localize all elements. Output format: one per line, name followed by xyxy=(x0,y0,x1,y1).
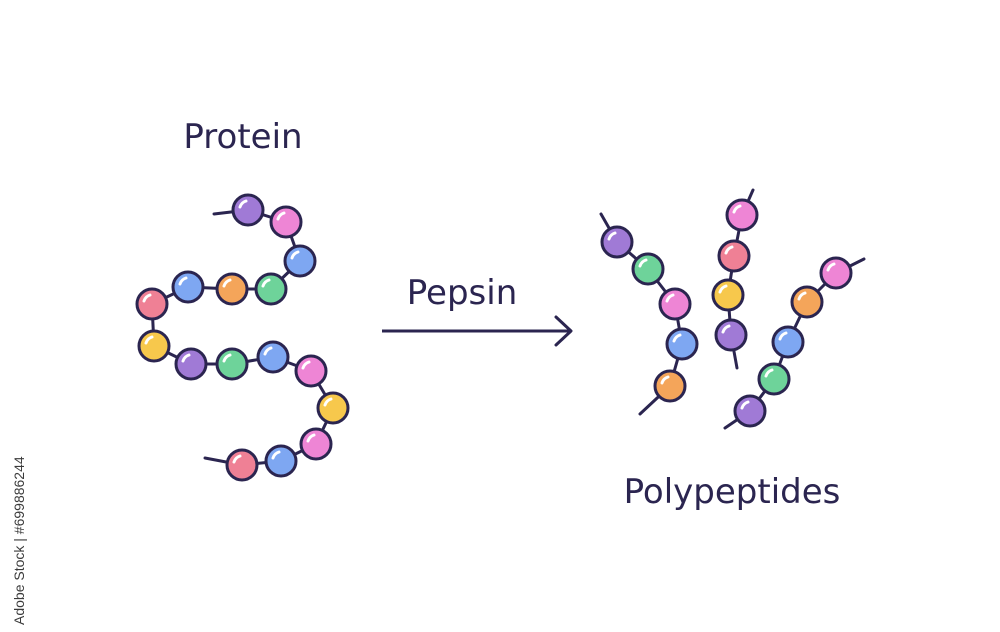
stock-watermark: Adobe Stock | #699886244 xyxy=(4,380,34,630)
bead-pink xyxy=(660,289,690,319)
amino-acid-bead xyxy=(660,289,690,319)
polypeptide-chains xyxy=(601,190,864,428)
stock-id-text: Adobe Stock | #699886244 xyxy=(11,456,27,625)
bead-red xyxy=(719,241,749,271)
bead-purple xyxy=(233,195,263,225)
amino-acid-bead xyxy=(667,329,697,359)
polypeptide-chain-1 xyxy=(601,214,697,414)
amino-acid-bead xyxy=(266,446,296,476)
amino-acid-bead xyxy=(258,342,288,372)
amino-acid-bead xyxy=(318,393,348,423)
polypeptide-chain-3 xyxy=(725,258,864,428)
protein-label: Protein xyxy=(183,117,302,157)
bead-pink xyxy=(727,200,757,230)
amino-acid-bead xyxy=(773,327,803,357)
pepsin-label: Pepsin xyxy=(407,273,518,313)
reaction-arrow xyxy=(382,317,571,345)
amino-acid-bead xyxy=(602,227,632,257)
bead-blue xyxy=(266,446,296,476)
amino-acid-bead xyxy=(655,371,685,401)
bead-yellow xyxy=(713,280,743,310)
bead-green xyxy=(217,349,247,379)
bead-yellow xyxy=(318,393,348,423)
amino-acid-bead xyxy=(633,254,663,284)
polypeptides-label: Polypeptides xyxy=(624,472,841,512)
amino-acid-bead xyxy=(217,274,247,304)
bead-orange xyxy=(217,274,247,304)
bead-purple xyxy=(176,349,206,379)
bead-pink xyxy=(821,258,851,288)
bead-red xyxy=(227,450,257,480)
amino-acid-bead xyxy=(759,364,789,394)
amino-acid-bead xyxy=(217,349,247,379)
bead-purple xyxy=(602,227,632,257)
amino-acid-bead xyxy=(296,356,326,386)
amino-acid-bead xyxy=(716,320,746,350)
polypeptide-chain-2 xyxy=(713,190,757,368)
bead-orange xyxy=(655,371,685,401)
amino-acid-bead xyxy=(719,241,749,271)
bead-pink xyxy=(296,356,326,386)
bead-blue xyxy=(285,246,315,276)
amino-acid-bead xyxy=(176,349,206,379)
bead-blue xyxy=(258,342,288,372)
bead-blue xyxy=(667,329,697,359)
amino-acid-bead xyxy=(271,207,301,237)
bead-pink xyxy=(271,207,301,237)
amino-acid-bead xyxy=(227,450,257,480)
amino-acid-bead xyxy=(821,258,851,288)
bead-blue xyxy=(173,272,203,302)
bead-purple xyxy=(735,396,765,426)
bead-orange xyxy=(792,287,822,317)
amino-acid-bead xyxy=(139,331,169,361)
amino-acid-bead xyxy=(727,200,757,230)
amino-acid-bead xyxy=(137,289,167,319)
bead-green xyxy=(633,254,663,284)
amino-acid-bead xyxy=(285,246,315,276)
bead-yellow xyxy=(139,331,169,361)
bead-green xyxy=(759,364,789,394)
amino-acid-bead xyxy=(173,272,203,302)
amino-acid-bead xyxy=(301,429,331,459)
bead-green xyxy=(256,274,286,304)
amino-acid-bead xyxy=(713,280,743,310)
amino-acid-bead xyxy=(233,195,263,225)
protein-chain xyxy=(137,195,348,480)
bead-purple xyxy=(716,320,746,350)
bead-blue xyxy=(773,327,803,357)
amino-acid-bead xyxy=(256,274,286,304)
bead-pink xyxy=(301,429,331,459)
amino-acid-bead xyxy=(792,287,822,317)
amino-acid-bead xyxy=(735,396,765,426)
protein-bead-chain xyxy=(137,195,348,480)
bead-red xyxy=(137,289,167,319)
